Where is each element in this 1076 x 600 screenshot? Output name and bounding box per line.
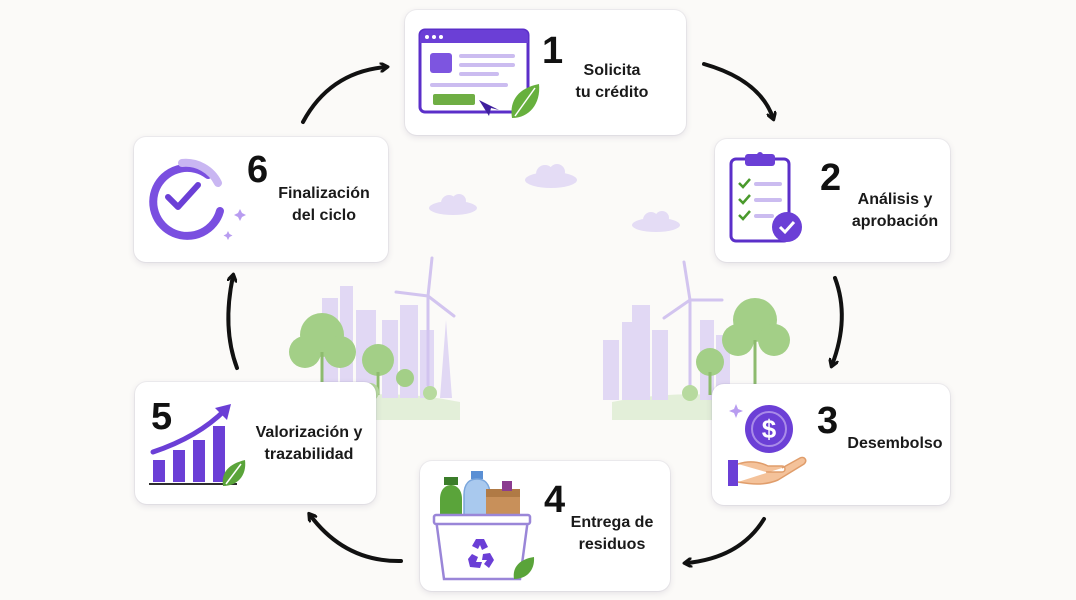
arrow-step2-to-step3	[832, 276, 844, 365]
step-label-line: tu crédito	[575, 84, 649, 101]
step-label-line: Finalización	[278, 185, 370, 202]
arrow-step3-to-step4	[686, 517, 766, 563]
cycle-check-icon	[149, 158, 246, 240]
step-number: 2	[820, 157, 842, 199]
step-number: 6	[247, 149, 269, 191]
step-label-line: residuos	[578, 536, 646, 553]
svg-text:$: $	[762, 414, 777, 444]
step-label-line: trazabilidad	[264, 446, 354, 463]
step-label: Entrega de residuos	[562, 512, 662, 556]
step-label-line: aprobación	[851, 213, 939, 230]
step-label: Valorización y trazabilidad	[250, 422, 368, 466]
step-6-card: 6 Finalización del ciclo	[134, 137, 388, 262]
step-label: Solicita tu crédito	[557, 60, 667, 104]
step-number: 4	[544, 479, 566, 521]
step-5-card: 5 Valorización y trazabilidad	[135, 382, 376, 504]
arrow-step6-to-step1	[301, 67, 386, 124]
step-label-line: Valorización y	[255, 424, 363, 441]
growth-chart-icon	[149, 404, 246, 486]
step-1-card: 1 Solicita tu crédito	[405, 10, 686, 135]
cloud-decoration	[429, 164, 680, 232]
dollar-hand-icon: $	[728, 404, 807, 486]
arrow-step4-to-step5	[310, 515, 403, 564]
step-3-card: $ 3 Desembolso	[712, 384, 950, 505]
step-4-card: 4 Entrega de residuos	[420, 461, 670, 591]
step-label: Finalización del ciclo	[276, 183, 372, 227]
step-label-line: Desembolso	[847, 435, 943, 452]
step-number: 1	[542, 30, 564, 72]
step-label: Análisis y aprobación	[845, 189, 945, 233]
step-label: Desembolso	[845, 433, 945, 455]
step-2-card: 2 Análisis y aprobación	[715, 139, 950, 262]
step-label-line: del ciclo	[291, 207, 357, 224]
browser-form-icon	[418, 28, 540, 118]
step-label-line: Solicita	[583, 62, 641, 79]
step-number: 5	[151, 396, 173, 438]
step-number: 3	[817, 400, 839, 442]
arrow-step1-to-step2	[702, 62, 773, 118]
recycle-bin-icon	[432, 471, 535, 581]
step-label-line: Entrega de	[570, 514, 654, 531]
arrow-step5-to-step6	[226, 276, 239, 370]
left-city-illustration	[289, 256, 460, 420]
step-label-line: Análisis y	[857, 191, 933, 208]
clipboard-check-icon	[729, 152, 802, 243]
